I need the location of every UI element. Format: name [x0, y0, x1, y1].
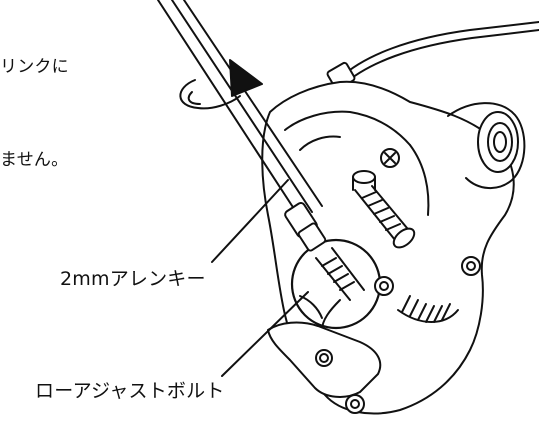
return-spring — [397, 295, 459, 323]
instruction-text-line-2: ません。 — [0, 150, 69, 170]
label-allen-key: 2mmアレンキー — [60, 268, 206, 290]
instruction-text-line-1: リンクに — [0, 57, 69, 77]
pivot-boss — [447, 102, 526, 189]
leader-allen-key — [211, 179, 289, 263]
high-adjust-screw — [352, 170, 416, 249]
label-low-adjust-bolt: ローアジャストボルト — [35, 380, 225, 402]
rotation-arrow-icon — [179, 59, 263, 110]
leader-low-adjust-bolt — [221, 291, 309, 377]
phillips-screw — [380, 148, 400, 168]
allen-key — [157, 0, 327, 252]
cable — [339, 21, 539, 79]
